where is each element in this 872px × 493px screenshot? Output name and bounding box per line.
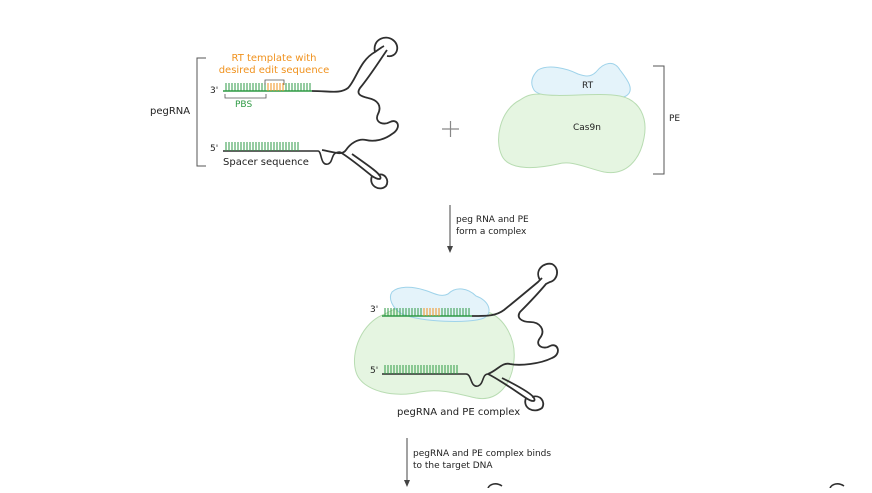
five-prime-label: 5' bbox=[210, 144, 219, 154]
rt-template-bracket bbox=[264, 79, 285, 85]
arrow-step2 bbox=[404, 438, 410, 487]
complex-label: pegRNA and PE complex bbox=[397, 407, 521, 418]
pegrna-scaffold bbox=[321, 97, 399, 155]
complex-top-ticks bbox=[384, 308, 470, 316]
complex-scaffold bbox=[487, 321, 559, 375]
complex-spacer-dip bbox=[465, 373, 489, 387]
spacer-dip bbox=[317, 150, 341, 165]
pegrna-top-ticks bbox=[225, 83, 311, 91]
step1-line2: form a complex bbox=[456, 227, 527, 237]
pegrna-5prime-strand bbox=[223, 142, 389, 190]
next-step-partial bbox=[487, 483, 845, 489]
rt-template-label-line2: desired edit sequence bbox=[218, 65, 330, 76]
rt-template-label-line1: RT template with bbox=[231, 53, 317, 64]
complex-top-loop bbox=[517, 262, 558, 323]
complex-bottom-loop bbox=[524, 395, 545, 412]
pegrna-3prime-strand bbox=[223, 45, 388, 99]
pegrna-top-return bbox=[357, 49, 388, 99]
pegrna-top-tail bbox=[311, 45, 385, 93]
step2-line1: pegRNA and PE complex binds bbox=[413, 449, 552, 459]
pbs-label: PBS bbox=[235, 100, 253, 110]
plus-sign-shape bbox=[442, 121, 459, 137]
pe-bracket bbox=[653, 65, 665, 175]
spacer-ticks bbox=[225, 142, 299, 151]
pegrna-label: pegRNA bbox=[150, 106, 191, 117]
cas9n-shape bbox=[498, 93, 646, 174]
cas9n-label: Cas9n bbox=[573, 123, 601, 133]
complex-pegrna bbox=[382, 262, 559, 412]
arrow-step1 bbox=[447, 205, 453, 253]
pe-protein bbox=[498, 63, 665, 175]
complex-cas9n-shape bbox=[354, 307, 515, 400]
pegrna-lower-arm bbox=[339, 151, 382, 180]
complex-proteins bbox=[354, 286, 515, 400]
rt-domain-shape bbox=[531, 63, 631, 101]
complex-top-tail bbox=[471, 277, 543, 317]
complex-five-prime-label: 5' bbox=[370, 366, 379, 376]
complex-lower-arm bbox=[487, 373, 536, 402]
three-prime-label: 3' bbox=[210, 86, 219, 96]
rt-label: RT bbox=[582, 81, 594, 91]
plus-sign-label: + bbox=[0, 0, 1, 11]
pegrna-bracket bbox=[196, 57, 206, 167]
pe-label: PE bbox=[669, 114, 681, 124]
complex-three-prime-label: 3' bbox=[370, 305, 379, 315]
step1-line1: peg RNA and PE bbox=[456, 215, 529, 225]
spacer-sequence-label: Spacer sequence bbox=[223, 157, 309, 168]
complex-spacer-ticks bbox=[384, 365, 458, 374]
pbs-bracket bbox=[224, 94, 267, 99]
step2-line2: to the target DNA bbox=[413, 461, 493, 471]
pegrna-bottom-loop bbox=[370, 173, 389, 190]
pegrna-top-loop bbox=[373, 36, 399, 58]
